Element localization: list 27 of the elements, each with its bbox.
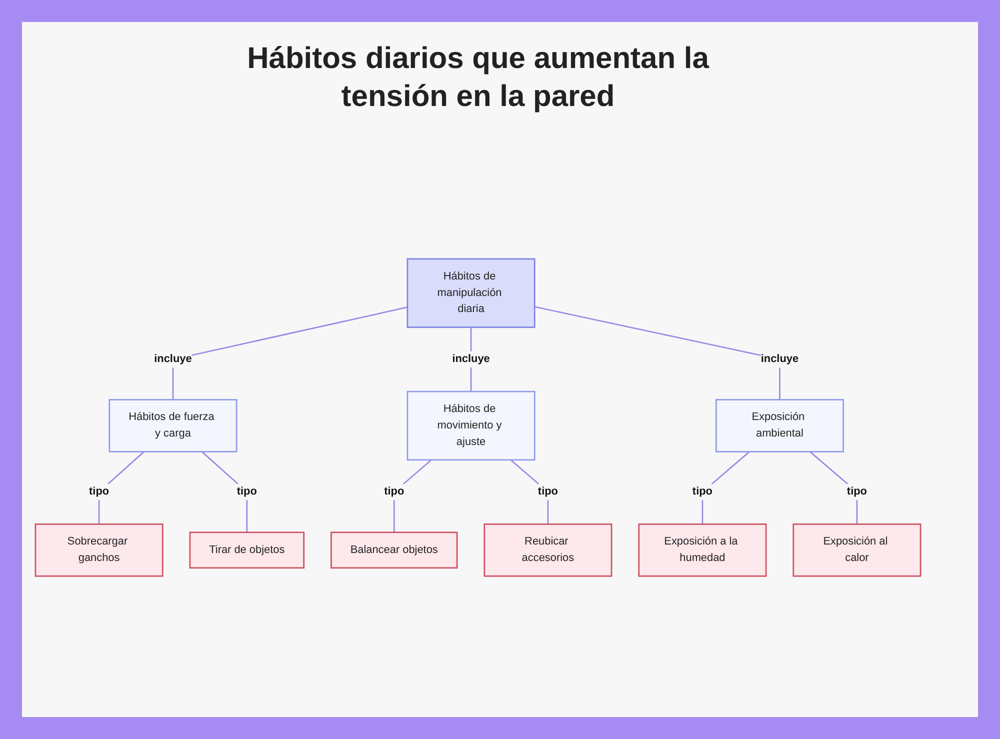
connector: [98, 451, 144, 524]
node-box: Exposición al calor: [792, 523, 922, 577]
edge-label: tipo: [89, 486, 110, 498]
edge-label: tipo: [384, 486, 404, 498]
connector: [393, 459, 432, 532]
connector: [534, 306, 780, 400]
node-box: Exposición a la humedad: [638, 523, 767, 577]
node-box: Reubicar accesorios: [484, 523, 612, 577]
edge-label: tipo: [538, 486, 558, 498]
edge-label: tipo: [692, 486, 712, 498]
edge-label: tipo: [236, 486, 257, 498]
node-box: Hábitos de fuerza y carga: [108, 399, 238, 452]
diagram-title: Hábitos diarios que aumentan la tensión en la pared: [246, 41, 710, 115]
edge-label: tipo: [846, 486, 867, 498]
node-box: Hábitos de manipulación diaria: [406, 258, 536, 328]
connector: [702, 451, 750, 524]
node-box: Sobrecargar ganchos: [34, 523, 164, 577]
node-box: Balancear objetos: [330, 532, 458, 569]
edge-label: incluye: [154, 353, 192, 365]
node-box: Exposición ambiental: [715, 399, 844, 452]
node-box: Tirar de objetos: [189, 532, 305, 569]
edge-label: incluye: [452, 353, 490, 365]
connector: [172, 306, 408, 400]
node-box: Hábitos de movimiento y ajuste: [406, 390, 536, 461]
connector: [810, 451, 858, 524]
connector: [201, 451, 248, 532]
edge-label: incluye: [760, 353, 799, 365]
